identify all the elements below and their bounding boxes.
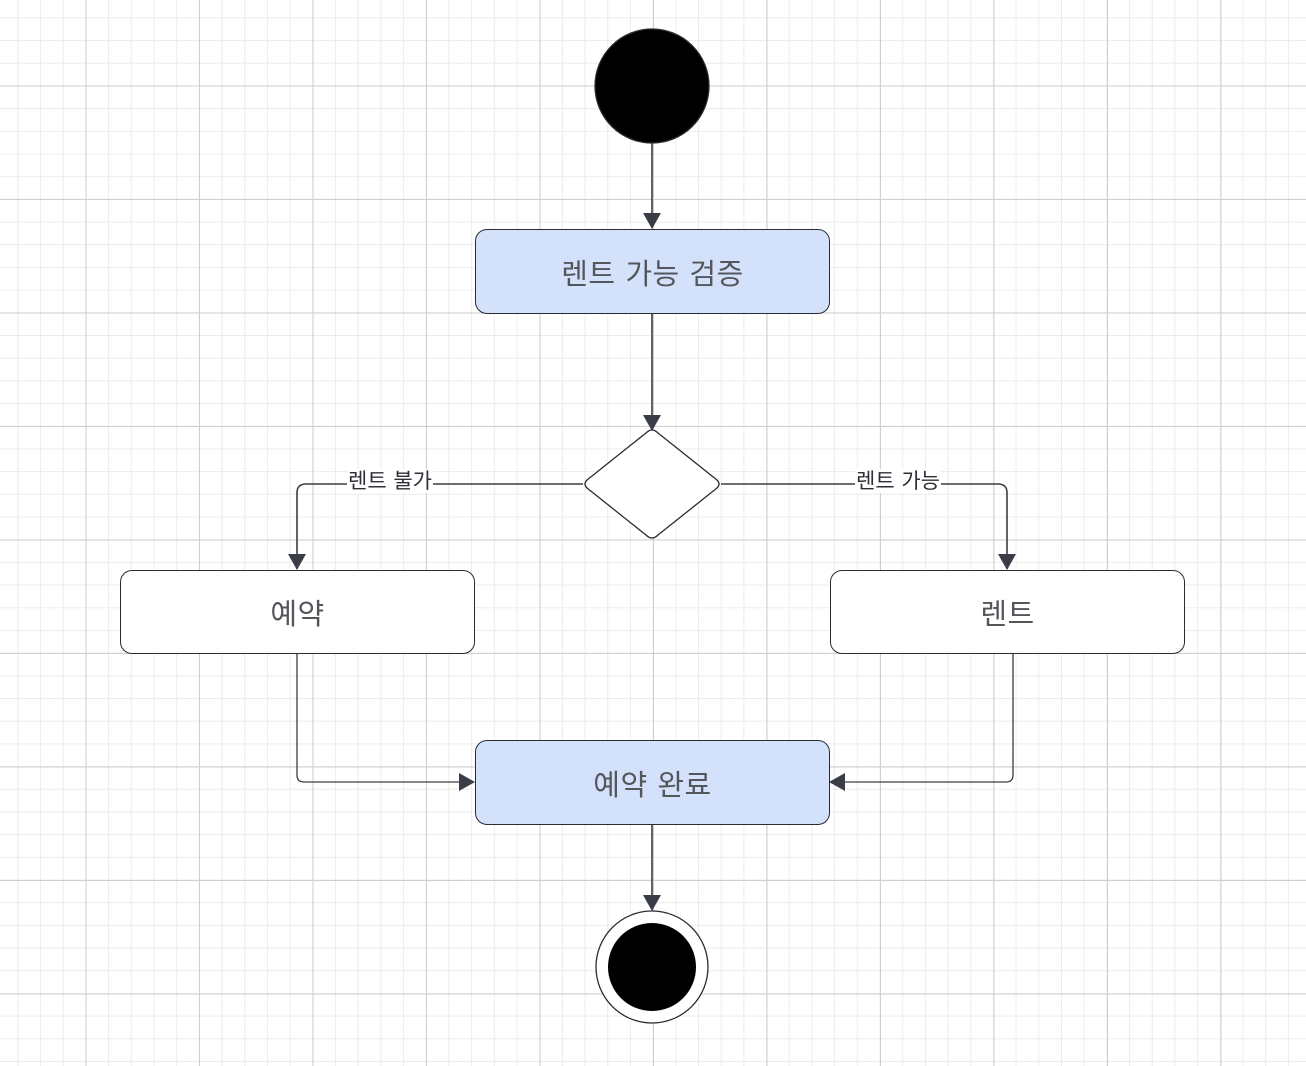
action-reservation-complete-label: 예약 완료	[593, 767, 712, 802]
edge-label-rent-available: 렌트 가능	[855, 469, 941, 493]
action-rent[interactable]: 렌트	[830, 570, 1185, 654]
action-rent-label: 렌트	[980, 597, 1035, 631]
edge-rent-to-complete	[829, 654, 1014, 791]
action-rent-availability-check[interactable]: 렌트 가능 검증	[475, 229, 830, 314]
action-reservation-complete[interactable]: 예약 완료	[475, 740, 830, 825]
decision-node[interactable]	[584, 429, 720, 539]
action-rent-availability-check-label: 렌트 가능 검증	[561, 256, 744, 291]
edge-label-rent-unavailable: 렌트 불가	[347, 469, 433, 493]
final-node-core	[608, 923, 696, 1011]
edge-reserve-to-complete	[296, 654, 475, 791]
final-node[interactable]	[595, 910, 709, 1024]
action-reserve[interactable]: 예약	[120, 570, 475, 654]
edge-decision-to-reserve	[288, 483, 583, 570]
action-reserve-label: 예약	[270, 597, 325, 631]
initial-node[interactable]	[594, 28, 710, 144]
edge-decision-to-rent	[721, 483, 1016, 570]
